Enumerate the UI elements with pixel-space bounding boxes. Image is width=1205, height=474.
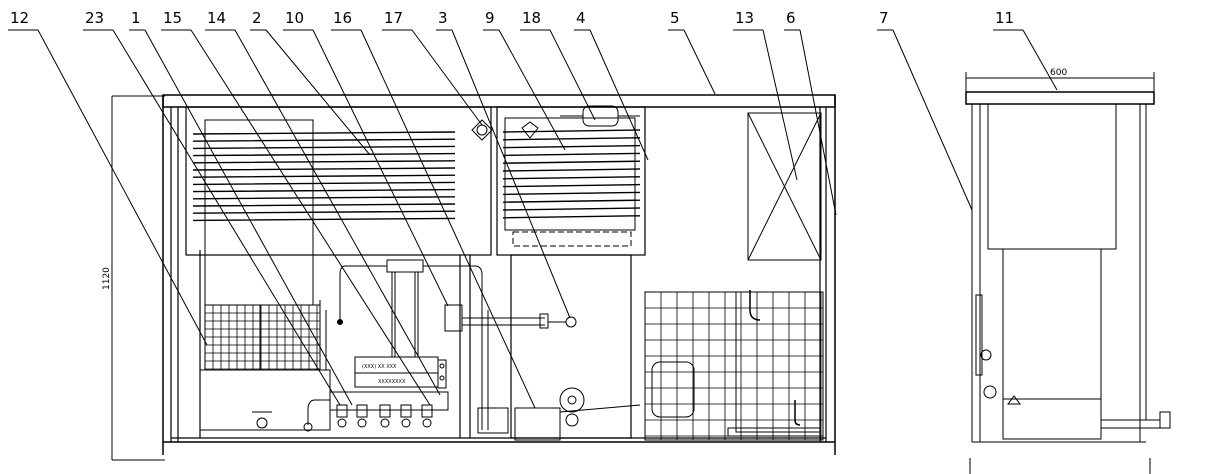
- top-fitting: [521, 105, 640, 139]
- height-dimension: 1120: [102, 95, 165, 461]
- callout-11: 11: [993, 9, 1058, 91]
- callout-17: 17: [382, 9, 483, 126]
- callout-13: 13: [733, 9, 798, 181]
- leader-line: [799, 29, 837, 216]
- leader-line: [892, 29, 973, 211]
- callout-number: 16: [333, 9, 352, 27]
- callout-3: 3: [436, 9, 571, 319]
- callout-23: 23: [83, 9, 341, 406]
- callout-number: 14: [207, 9, 226, 27]
- callout-number: 4: [576, 9, 586, 27]
- callout-number: 17: [384, 9, 403, 27]
- leader-line: [549, 29, 596, 121]
- manifold-valve: [421, 404, 433, 428]
- callout-9: 9: [483, 9, 566, 151]
- callout-labels: 12 23 1 15 14 2 10 16 17 3 9 18 4 5 13 6 7 11: [8, 9, 1058, 409]
- leader-line: [411, 29, 483, 126]
- water-tank: [199, 369, 331, 431]
- leader-line: [360, 29, 536, 409]
- callout-number: 5: [670, 9, 680, 27]
- callout-14: 14: [205, 9, 441, 396]
- callout-6: 6: [784, 9, 837, 216]
- callout-18: 18: [520, 9, 596, 121]
- evaporator-coil: [502, 117, 641, 247]
- leader-line: [234, 29, 441, 396]
- callout-4: 4: [574, 9, 649, 161]
- manifold-valve: [356, 404, 368, 428]
- front-view: (XXX) XX XXX XXXXXXXX: [102, 94, 836, 461]
- valve-manifold: [303, 391, 449, 432]
- leader-line: [265, 29, 371, 156]
- leader-line: [498, 29, 566, 151]
- leader-line: [1022, 29, 1058, 91]
- depth-dim-label: 600: [1050, 68, 1067, 78]
- callout-number: 2: [252, 9, 262, 27]
- callout-number: 1: [131, 9, 141, 27]
- callout-number: 3: [438, 9, 448, 27]
- callout-7: 7: [877, 9, 973, 211]
- callout-1: 1: [129, 9, 353, 406]
- cabinet-frame: [162, 94, 836, 455]
- callout-5: 5: [668, 9, 716, 95]
- solenoid-block: [444, 304, 577, 430]
- callout-number: 11: [995, 9, 1014, 27]
- callout-number: 7: [879, 9, 889, 27]
- leader-line: [451, 29, 571, 319]
- nameplate-line2: XXXXXXXX: [378, 379, 406, 385]
- callout-16: 16: [331, 9, 536, 409]
- leader-line: [683, 29, 716, 95]
- filter-mesh-left: [204, 300, 327, 371]
- callout-number: 13: [735, 9, 754, 27]
- manifold-valve: [400, 404, 412, 428]
- nameplate-line1: (XXX) XX XXX: [362, 364, 397, 370]
- leader-line: [144, 29, 353, 406]
- leader-line: [762, 29, 798, 181]
- fan-box: [747, 112, 822, 261]
- manifold-valve: [336, 404, 348, 428]
- callout-number: 18: [522, 9, 541, 27]
- nameplate-box: (XXX) XX XXX XXXXXXXX: [354, 356, 447, 389]
- depth-dimension: 600: [965, 68, 1155, 92]
- pump-assembly: [477, 387, 641, 441]
- callout-10: 10: [283, 9, 449, 307]
- callout-15: 15: [161, 9, 431, 406]
- callout-number: 6: [786, 9, 796, 27]
- manifold-valve: [379, 404, 391, 428]
- callout-12: 12: [8, 9, 208, 346]
- leader-line: [589, 29, 649, 161]
- side-view: 600: [965, 68, 1171, 474]
- callout-number: 9: [485, 9, 495, 27]
- leader-line: [312, 29, 449, 307]
- callout-number: 10: [285, 9, 304, 27]
- insulation-grid: [644, 290, 824, 441]
- leader-line: [37, 29, 208, 346]
- callout-number: 15: [163, 9, 182, 27]
- height-dim-label: 1120: [102, 267, 112, 290]
- callout-number: 23: [85, 9, 104, 27]
- callout-number: 12: [10, 9, 29, 27]
- leader-line: [190, 29, 431, 406]
- leader-line: [112, 29, 341, 406]
- expansion-valve: [471, 119, 493, 141]
- callout-2: 2: [250, 9, 371, 156]
